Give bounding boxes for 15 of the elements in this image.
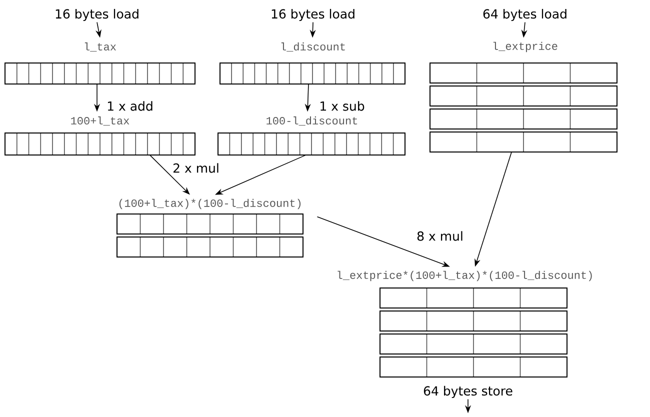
edge-label: 8 x mul [416, 230, 464, 242]
variable-name: l_tax [84, 42, 116, 52]
variable-name: l_discount [281, 42, 345, 52]
variable-name: l_extprice*(100+l_tax)*(100-l_discount) [338, 270, 592, 282]
variable-name: 100+l_tax [71, 116, 130, 126]
variable-name: l_extprice [493, 42, 558, 52]
operation-label: 16 bytes load [272, 8, 354, 22]
operation-label: 64 bytes load [483, 8, 566, 22]
operation-label: 64 bytes store [424, 386, 512, 398]
variable-name: 100-l_discount [266, 116, 358, 126]
operation-label: 16 bytes load [56, 8, 138, 22]
edge-label: 2 x mul [172, 162, 220, 174]
edge-label: 1 x sub [318, 100, 366, 112]
variable-name: (100+l_tax)*(100-l_discount) [119, 198, 301, 210]
edge-label: 1 x add [106, 100, 154, 112]
